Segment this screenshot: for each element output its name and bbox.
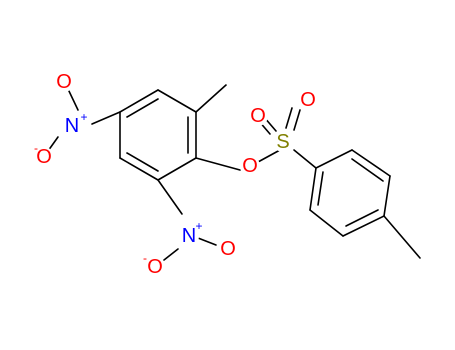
bond-n-bottom-to-o-right (197, 237, 217, 246)
oxygen-atom-top-nitro: O (56, 71, 72, 93)
bond-n-left-to-o-left (47, 136, 59, 152)
atom-masks (34, 72, 318, 277)
bonds (47, 84, 421, 261)
bond-ring-b-3 (383, 175, 391, 217)
nitrogen-atom-left: N (65, 115, 79, 137)
bond-ring-to-n-left (91, 111, 121, 125)
nitrogen-atom-bottom: N (182, 225, 196, 247)
oxygen-atom-sulfonyl-left: O (250, 105, 266, 127)
oxygen-atom-sulfonyl-top: O (300, 89, 316, 111)
bond-methyl-left (195, 84, 227, 113)
oxygen-atom-ester: O (242, 155, 258, 177)
oxygen-atom-bottom-nitro-right: O (220, 238, 236, 260)
bond-ring-a-4-inner (126, 152, 159, 172)
bond-ring-b-6 (309, 167, 317, 211)
bond-ring-b-2 (351, 149, 391, 177)
bond-methyl-right (383, 215, 421, 259)
bond-ring-b-4-inner (345, 209, 379, 227)
bond-oester-to-s (257, 149, 281, 163)
bond-s-to-o-top (285, 107, 293, 129)
oxygen-atom-left-nitro: O (36, 146, 52, 168)
bond-ring-b-6-inner (317, 171, 324, 206)
bond-n-left-to-o-top (67, 88, 79, 111)
bond-ring-a-1 (157, 89, 197, 113)
bond-ring-b-1 (315, 149, 353, 169)
bond-s-to-o-top-inner (293, 109, 301, 131)
bond-n-bottom-to-o-left (163, 248, 179, 261)
oxygen-atom-bottom-nitro-left: O (147, 256, 163, 278)
bond-ring-to-n-bottom (157, 179, 183, 215)
bond-ring-to-oester (195, 157, 241, 171)
bond-ring-b-2-inner (351, 158, 384, 182)
bond-ring-a-4 (119, 157, 159, 181)
charge-plus-bottom: + (195, 219, 202, 233)
charge-plus-left: + (80, 110, 87, 124)
bond-ring-a-6 (119, 89, 159, 113)
charge-minus-left: - (34, 141, 38, 155)
bond-ring-b-4 (342, 215, 385, 237)
charge-minus-bottom: - (143, 251, 147, 265)
bond-ring-b-5 (309, 209, 344, 237)
bond-ring-a-6-inner (126, 98, 159, 118)
bond-s-to-ring-b (293, 149, 317, 169)
bond-ring-a-3 (157, 157, 197, 181)
atom-labels: O N + O - N + O O - O S O O (34, 71, 316, 278)
sulfur-atom: S (276, 131, 289, 153)
